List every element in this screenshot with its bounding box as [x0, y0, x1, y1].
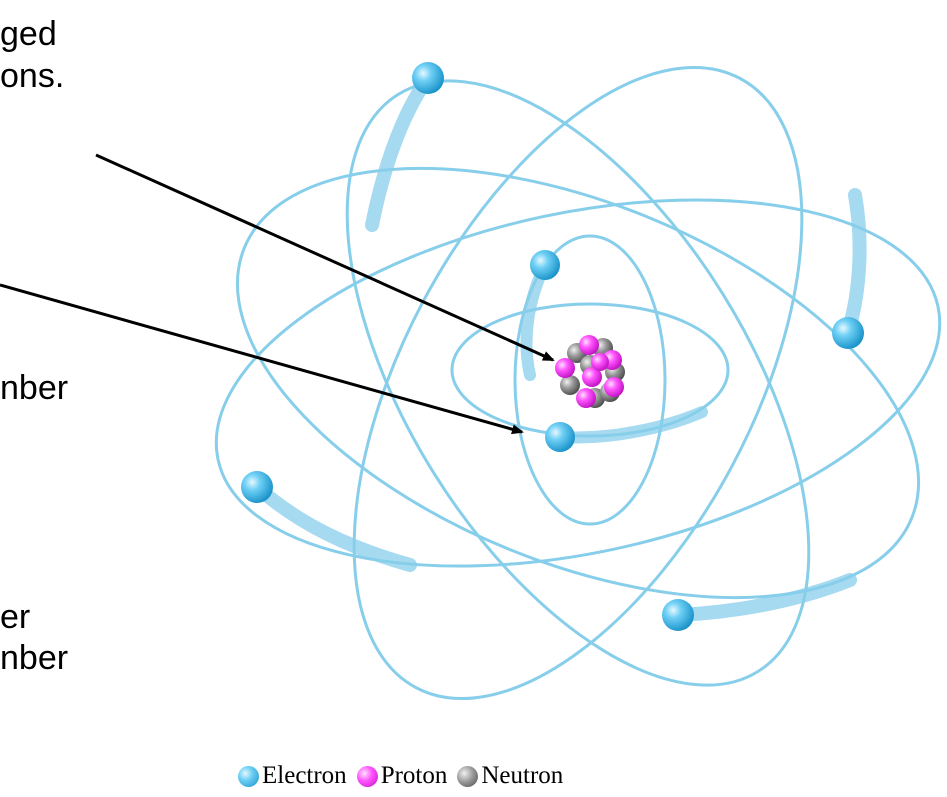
electron-particle [545, 422, 575, 452]
trail-bottom [671, 573, 857, 622]
neutron-particle [560, 375, 580, 395]
text-fragment-4: er [0, 598, 31, 636]
trail-inner-bottom [554, 406, 708, 444]
orbit-outer-1 [214, 198, 942, 568]
proton-particle [582, 367, 602, 387]
legend-label-electron: Electron [262, 762, 347, 789]
legend-item-neutron: Neutron [457, 762, 563, 790]
legend-item-proton: Proton [356, 762, 448, 790]
outer-trails [250, 71, 867, 622]
trail-inner-top [520, 259, 551, 381]
arrow-to-nucleus [95, 153, 555, 362]
annotation-arrows [0, 153, 555, 435]
orbit-outer-4 [345, 79, 811, 687]
proton-particle [604, 377, 624, 397]
electron-particle [530, 250, 560, 280]
electrons [241, 62, 864, 631]
legend-label-proton: Proton [380, 762, 448, 789]
orbit-outer-2 [235, 166, 921, 600]
text-fragment-2: ons. [0, 57, 65, 95]
orbit-inner-vertical [513, 234, 667, 526]
electron-legend-icon [238, 765, 259, 787]
arrow-to-electron [0, 283, 524, 435]
electron-particle [832, 317, 864, 349]
text-fragment-5: nber [0, 639, 69, 677]
legend-item-electron: Electron [238, 762, 347, 790]
electron-particle [412, 62, 444, 94]
proton-legend-icon [356, 765, 378, 787]
neutron-legend-icon [457, 765, 479, 787]
proton-particle [579, 335, 599, 355]
trail-right [841, 188, 867, 340]
text-fragment-1: ged [0, 15, 57, 53]
outer-orbits [214, 65, 942, 701]
proton-particle [576, 388, 596, 408]
text-fragment-3: nber [0, 369, 69, 407]
proton-particle [555, 358, 575, 378]
electron-particle [241, 471, 273, 503]
electron-particle [662, 599, 694, 631]
trail-top [365, 71, 435, 232]
proton-particle [591, 353, 609, 371]
legend: Electron Proton Neutron [238, 762, 563, 790]
nucleus [555, 335, 625, 408]
legend-label-neutron: Neutron [481, 762, 564, 789]
trail-left [250, 480, 417, 572]
